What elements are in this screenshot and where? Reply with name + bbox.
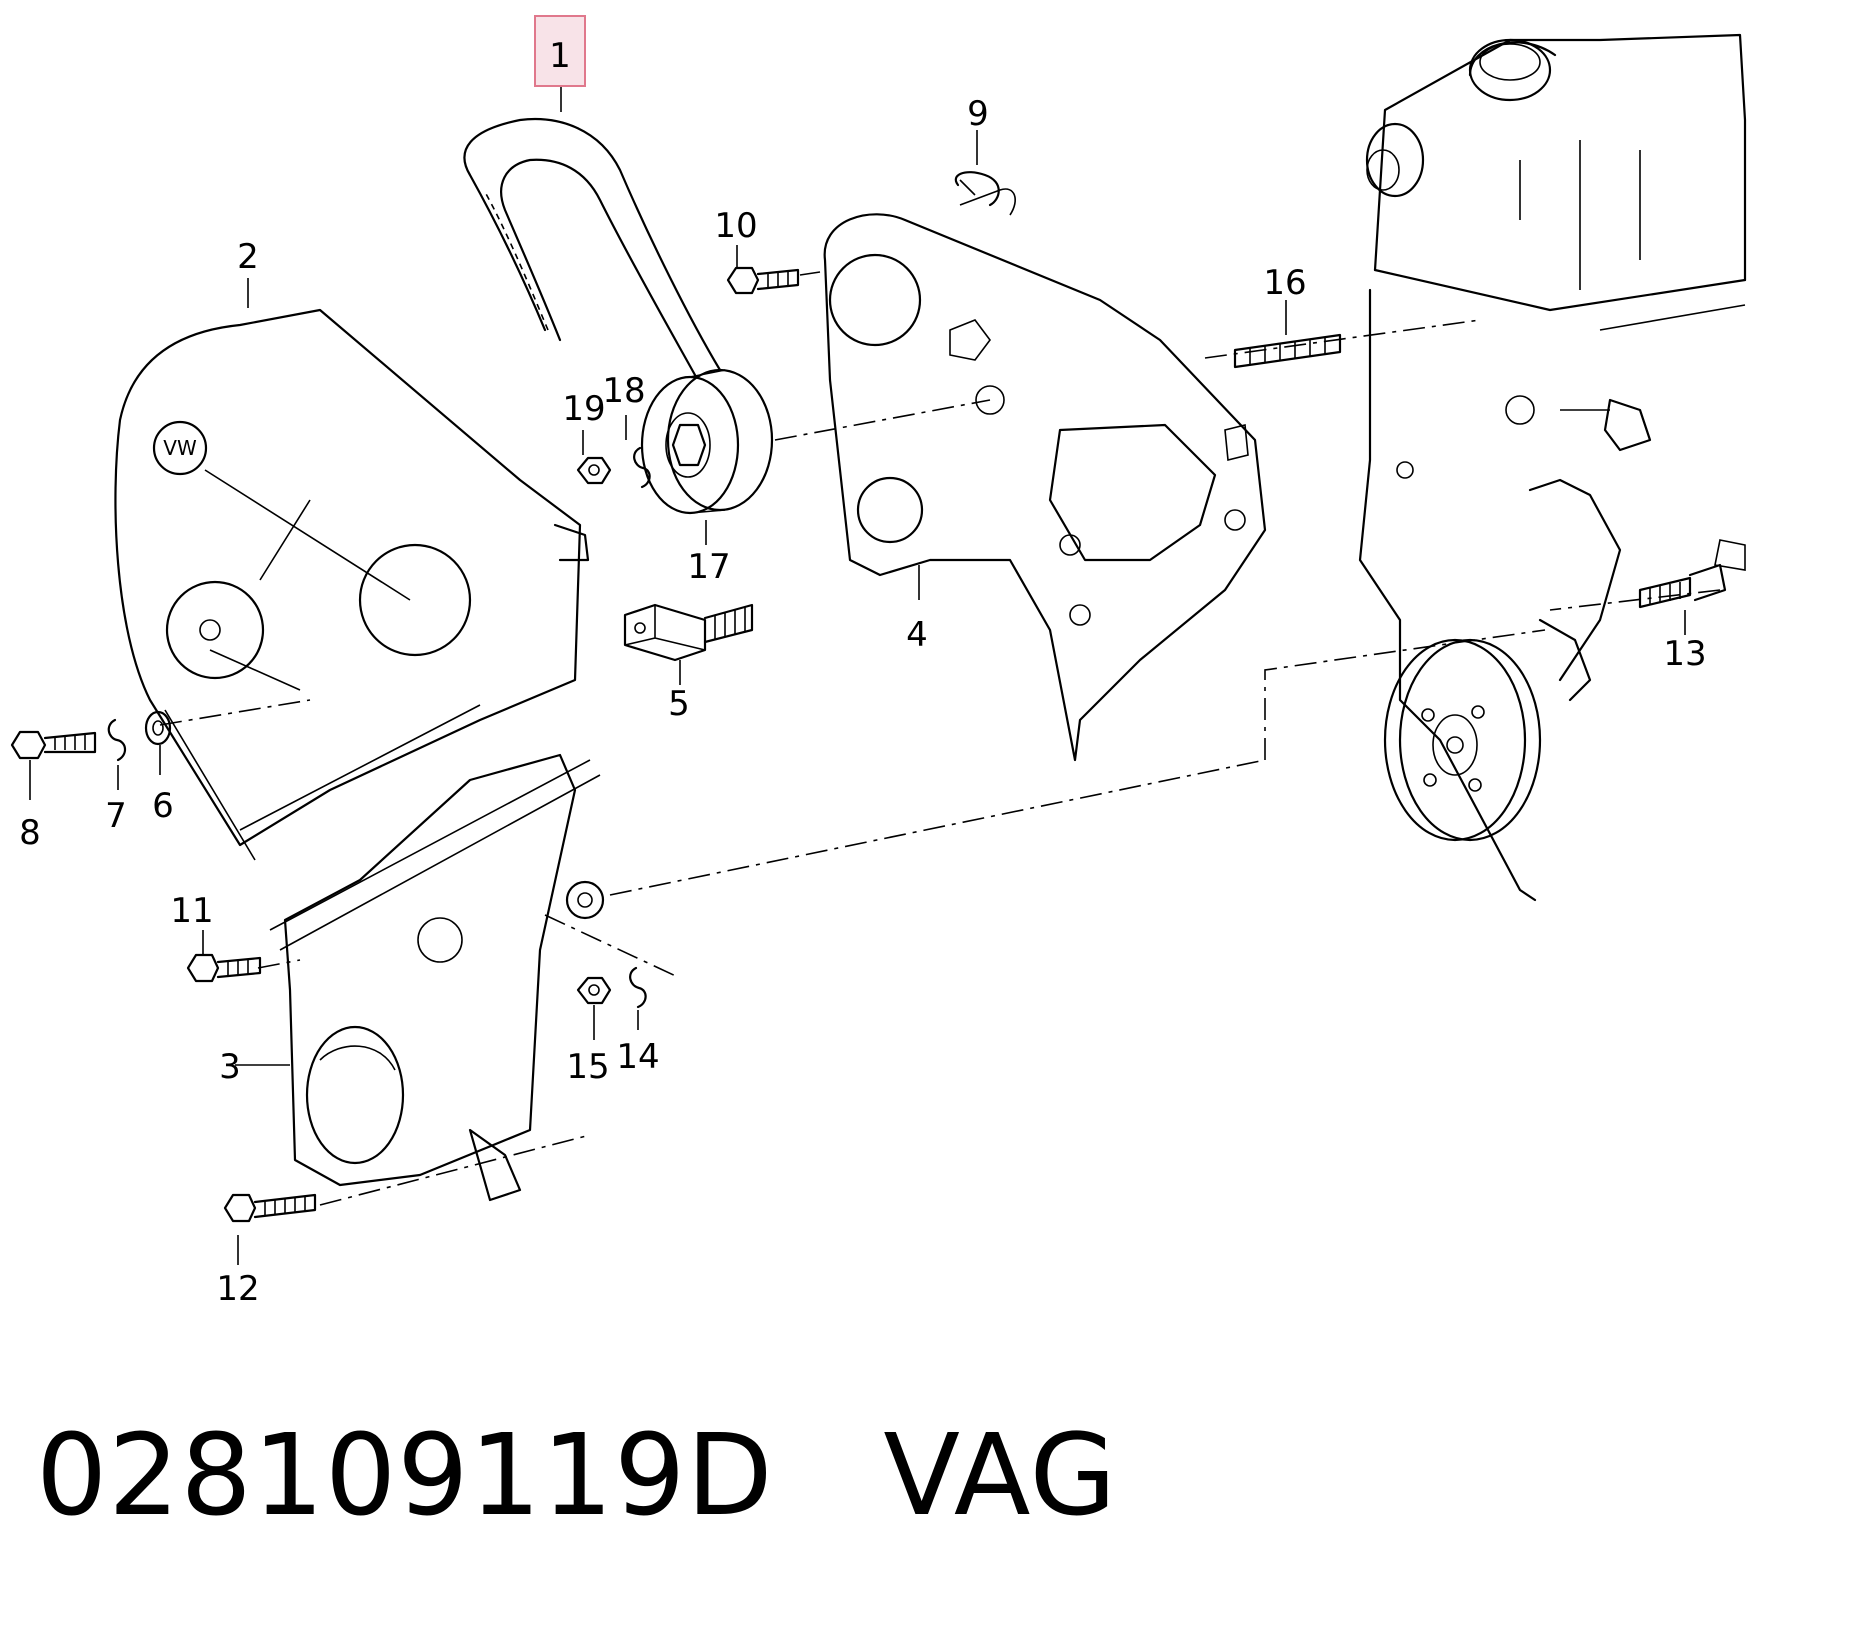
- bolt-8: [10, 730, 97, 760]
- vw-logo: VW: [163, 436, 197, 460]
- tensioner-pulley: [640, 368, 774, 515]
- bolt-11: [186, 953, 262, 983]
- rear-timing-plate: [823, 188, 1267, 762]
- callout-13[interactable]: 13: [1663, 634, 1706, 674]
- nut-15: [576, 976, 612, 1005]
- callout-14[interactable]: 14: [616, 1037, 659, 1077]
- callout-15[interactable]: 15: [566, 1047, 609, 1087]
- spring-washer-7: [107, 718, 127, 762]
- engine-block: [1358, 33, 1747, 902]
- assembly-lines: [159, 271, 1721, 1206]
- leader-lines: [29, 76, 1686, 1265]
- lower-timing-cover: [269, 753, 605, 1202]
- callout-7[interactable]: 7: [105, 796, 127, 836]
- washer-6: [144, 710, 172, 746]
- bolt-12: [223, 1193, 317, 1223]
- callout-18[interactable]: 18: [602, 371, 645, 411]
- brand-name: VAG: [883, 1411, 1118, 1541]
- callout-labels: 1 2 3 4 5 6 7 8 9 10 11 12 13 14 15 16 1…: [19, 36, 1706, 1309]
- callout-11[interactable]: 11: [170, 891, 213, 931]
- callout-4[interactable]: 4: [906, 615, 928, 655]
- callout-9[interactable]: 9: [967, 94, 989, 134]
- spring-washer-14: [629, 966, 647, 1009]
- callout-19[interactable]: 19: [562, 389, 605, 429]
- part-number-caption: 028109119D VAG: [36, 1420, 1117, 1532]
- bolt-10: [726, 266, 800, 295]
- callout-17[interactable]: 17: [687, 547, 730, 587]
- timing-belt: [463, 118, 722, 377]
- part-number: 028109119D: [36, 1411, 774, 1541]
- callout-8[interactable]: 8: [19, 813, 41, 853]
- sleeve-stud: [623, 603, 754, 662]
- callout-6[interactable]: 6: [152, 786, 174, 826]
- callout-12[interactable]: 12: [216, 1269, 259, 1309]
- clip-9: [954, 171, 1000, 207]
- callout-5[interactable]: 5: [668, 684, 690, 724]
- bolt-13: [1638, 563, 1727, 609]
- callout-1[interactable]: 1: [549, 36, 571, 76]
- spring-washer-18: [633, 446, 651, 489]
- stud-16: [1233, 333, 1342, 369]
- upper-timing-cover: VW: [114, 308, 590, 861]
- callout-3[interactable]: 3: [219, 1047, 241, 1087]
- callout-10[interactable]: 10: [714, 206, 757, 246]
- callout-2[interactable]: 2: [237, 237, 259, 277]
- callout-16[interactable]: 16: [1263, 263, 1306, 303]
- nut-19: [576, 456, 612, 485]
- highlight-box: [534, 15, 586, 87]
